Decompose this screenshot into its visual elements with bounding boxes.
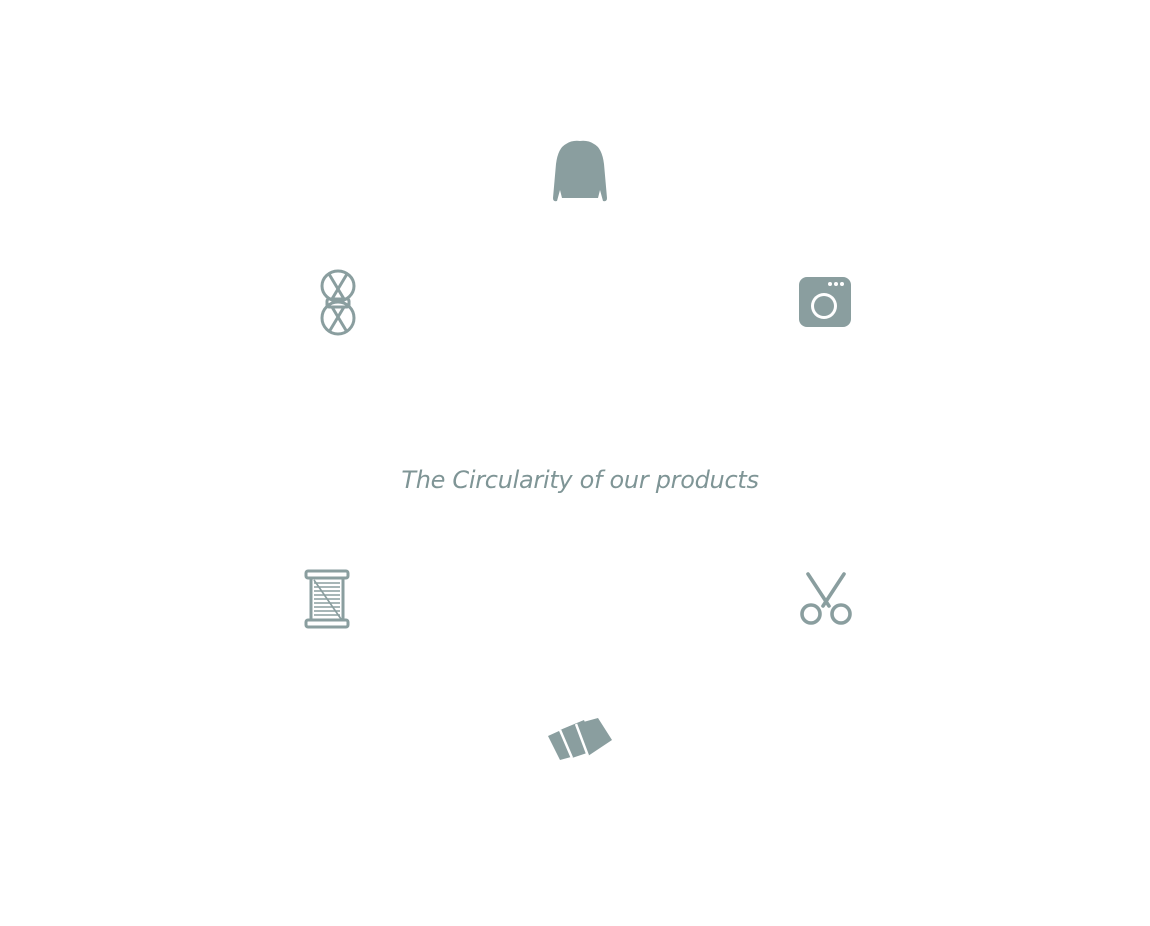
scissors-icon bbox=[798, 572, 854, 628]
thread-spool-icon bbox=[304, 569, 350, 629]
yarn-skein-icon bbox=[318, 268, 358, 338]
diagram-title: The Circularity of our products bbox=[401, 466, 759, 494]
washing-machine-icon bbox=[798, 276, 852, 328]
sweater-icon bbox=[552, 138, 608, 204]
fabric-swatches-icon bbox=[546, 716, 616, 764]
